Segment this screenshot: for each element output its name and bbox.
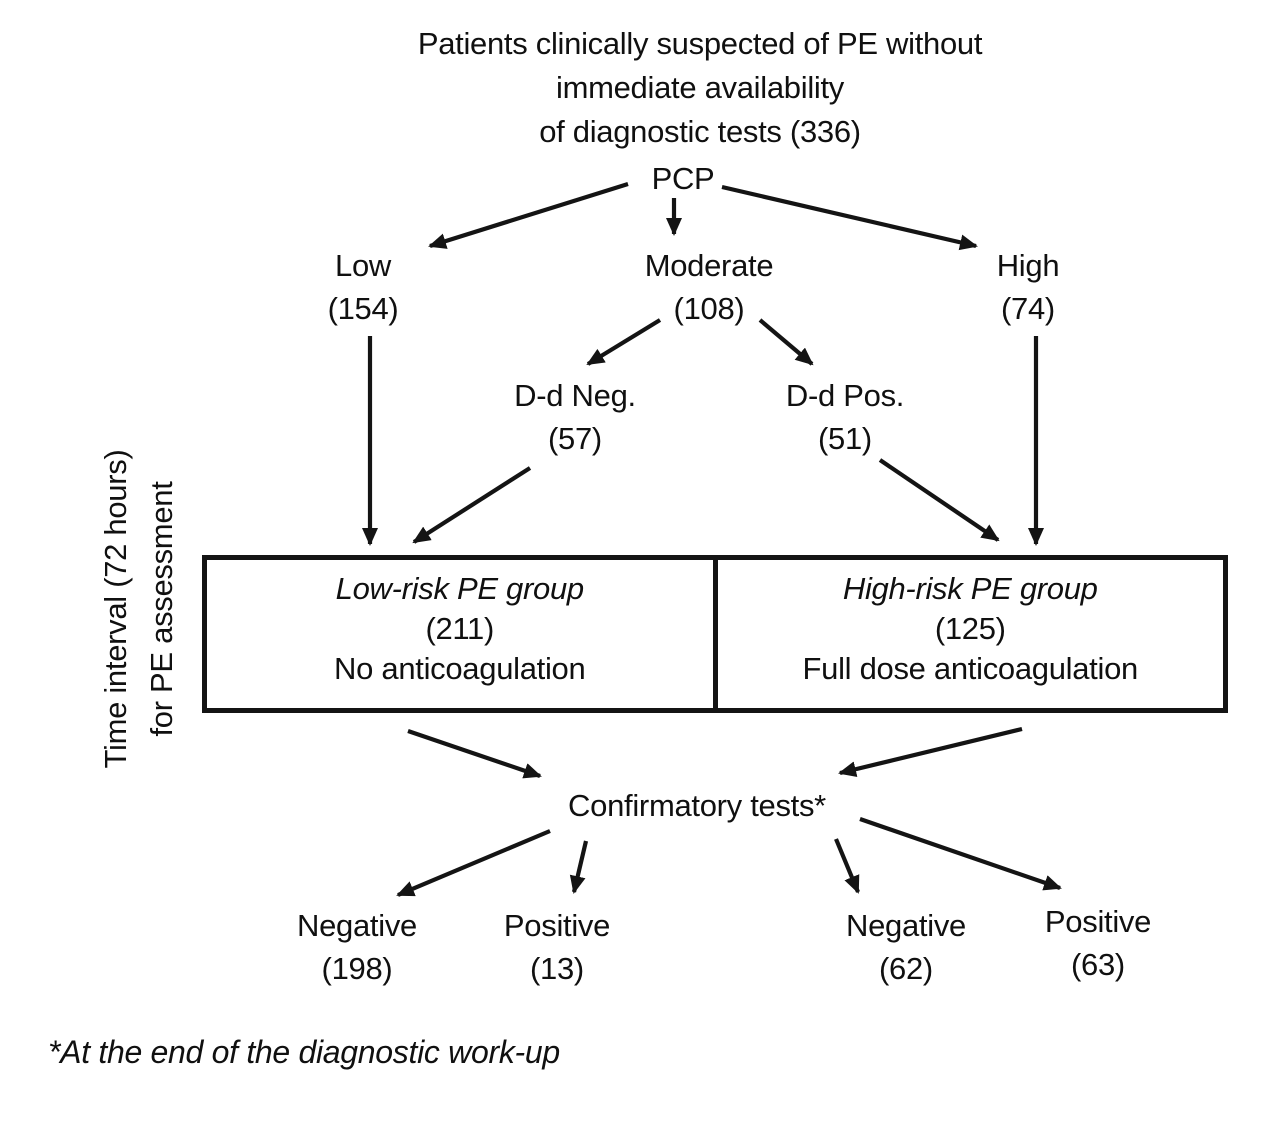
node-low-label: Low xyxy=(335,248,391,283)
title-line-3: of diagnostic tests (336) xyxy=(539,114,861,149)
high-risk-treatment: Full dose anticoagulation xyxy=(802,651,1139,686)
node-confirmatory-tests: Confirmatory tests* xyxy=(568,788,826,823)
side-label-line-2: for PE assessment xyxy=(144,481,179,737)
outcome-high-positive-count: (63) xyxy=(1071,947,1125,982)
low-risk-title: Low-risk PE group xyxy=(335,571,584,606)
node-dd-pos: D-d Pos. (51) xyxy=(785,374,905,460)
high-risk-count: (125) xyxy=(934,611,1006,646)
node-moderate: Moderate (108) xyxy=(645,244,774,330)
footnote: *At the end of the diagnostic work-up xyxy=(48,1034,560,1070)
side-label-line-1: Time interval (72 hours) xyxy=(98,449,133,769)
outcome-low-negative-count: (198) xyxy=(321,951,393,986)
arrow-ddpos-to-box xyxy=(878,458,1000,542)
arrow-highbox-to-confirmatory xyxy=(838,726,1023,778)
title-line-2: immediate availability xyxy=(555,70,845,105)
arrow-ddneg-to-box xyxy=(412,466,532,544)
high-risk-cell: High-risk PE group (125) Full dose antic… xyxy=(718,560,1224,708)
outcome-low-negative-label: Negative xyxy=(297,908,417,943)
time-interval-side-label: Time interval (72 hours) for PE assessme… xyxy=(93,399,187,819)
low-risk-cell: Low-risk PE group (211) No anticoagulati… xyxy=(207,560,718,708)
outcome-high-negative-count: (62) xyxy=(879,951,933,986)
low-risk-count: (211) xyxy=(425,611,495,646)
node-dd-pos-count: (51) xyxy=(818,421,872,456)
outcome-low-positive: Positive (13) xyxy=(504,904,610,990)
node-dd-neg: D-d Neg. (57) xyxy=(514,374,636,460)
diagram-title: Patients clinically suspected of PE with… xyxy=(417,22,983,154)
arrow-pcp-to-low xyxy=(428,181,629,249)
outcome-high-negative-label: Negative xyxy=(846,908,966,943)
arrow-pcp-to-high xyxy=(721,184,978,251)
outcome-low-positive-count: (13) xyxy=(530,951,584,986)
node-pcp: PCP xyxy=(651,161,715,196)
node-moderate-label: Moderate xyxy=(644,248,774,283)
outcome-high-negative: Negative (62) xyxy=(846,904,966,990)
arrow-lowbox-to-confirmatory xyxy=(407,729,542,779)
outcome-high-positive-label: Positive xyxy=(1044,904,1152,939)
outcome-low-positive-label: Positive xyxy=(503,908,611,943)
node-high-label: High xyxy=(996,248,1060,283)
arrow-confirmatory-to-positive13 xyxy=(569,840,589,894)
arrow-confirmatory-to-negative198 xyxy=(396,829,551,897)
title-line-1: Patients clinically suspected of PE with… xyxy=(417,26,983,61)
arrow-confirmatory-to-negative62 xyxy=(834,838,860,894)
node-high-count: (74) xyxy=(1001,291,1055,326)
outcome-high-positive: Positive (63) xyxy=(1045,900,1151,986)
high-risk-title: High-risk PE group xyxy=(842,571,1098,606)
node-high: High (74) xyxy=(997,244,1060,330)
node-low: Low (154) xyxy=(328,244,399,330)
node-low-count: (154) xyxy=(327,291,399,326)
node-moderate-count: (108) xyxy=(673,291,745,326)
low-risk-treatment: No anticoagulation xyxy=(334,651,586,686)
node-dd-pos-label: D-d Pos. xyxy=(785,378,905,413)
node-dd-neg-label: D-d Neg. xyxy=(514,378,636,413)
node-dd-neg-count: (57) xyxy=(548,421,602,456)
risk-group-box: Low-risk PE group (211) No anticoagulati… xyxy=(202,555,1228,713)
arrow-confirmatory-to-positive63 xyxy=(859,817,1062,891)
outcome-low-negative: Negative (198) xyxy=(297,904,417,990)
